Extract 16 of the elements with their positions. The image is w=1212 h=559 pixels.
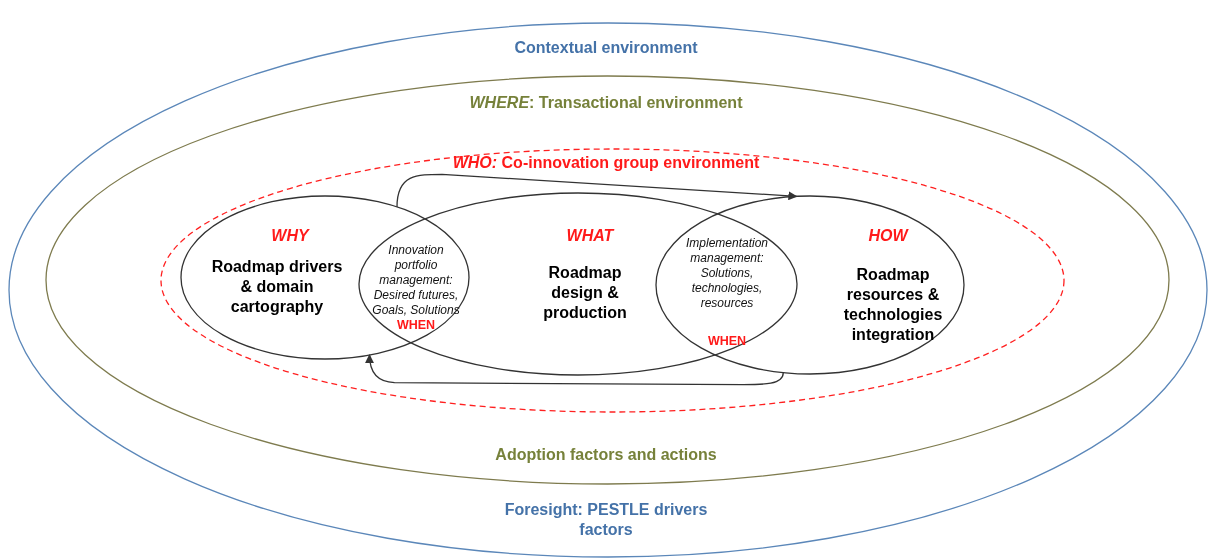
note-text: Implementation management: Solutions, technologies, resources: [684, 236, 769, 311]
region-description: Roadmap resources & technologies integration: [842, 265, 944, 345]
region-caption: Foresight: PESTLE drivers factors: [503, 500, 709, 540]
keyword-label: HOW: [867, 226, 910, 246]
region-title: Contextual environment: [513, 38, 699, 58]
region-caption: Adoption factors and actions: [494, 445, 718, 465]
region-title: WHO: Co-innovation group environment: [451, 153, 761, 173]
arrow: [365, 354, 784, 386]
region-title: WHERE: Transactional environment: [468, 93, 744, 113]
region-description: Roadmap design & production: [542, 263, 628, 323]
arrow: [396, 173, 798, 208]
keyword-label: WHY: [270, 226, 311, 246]
keyword-label: WHEN: [706, 334, 748, 350]
keyword-label: WHEN: [395, 318, 437, 334]
region-description: Roadmap drivers & domain cartography: [210, 257, 344, 317]
keyword-label: WHAT: [565, 226, 616, 246]
